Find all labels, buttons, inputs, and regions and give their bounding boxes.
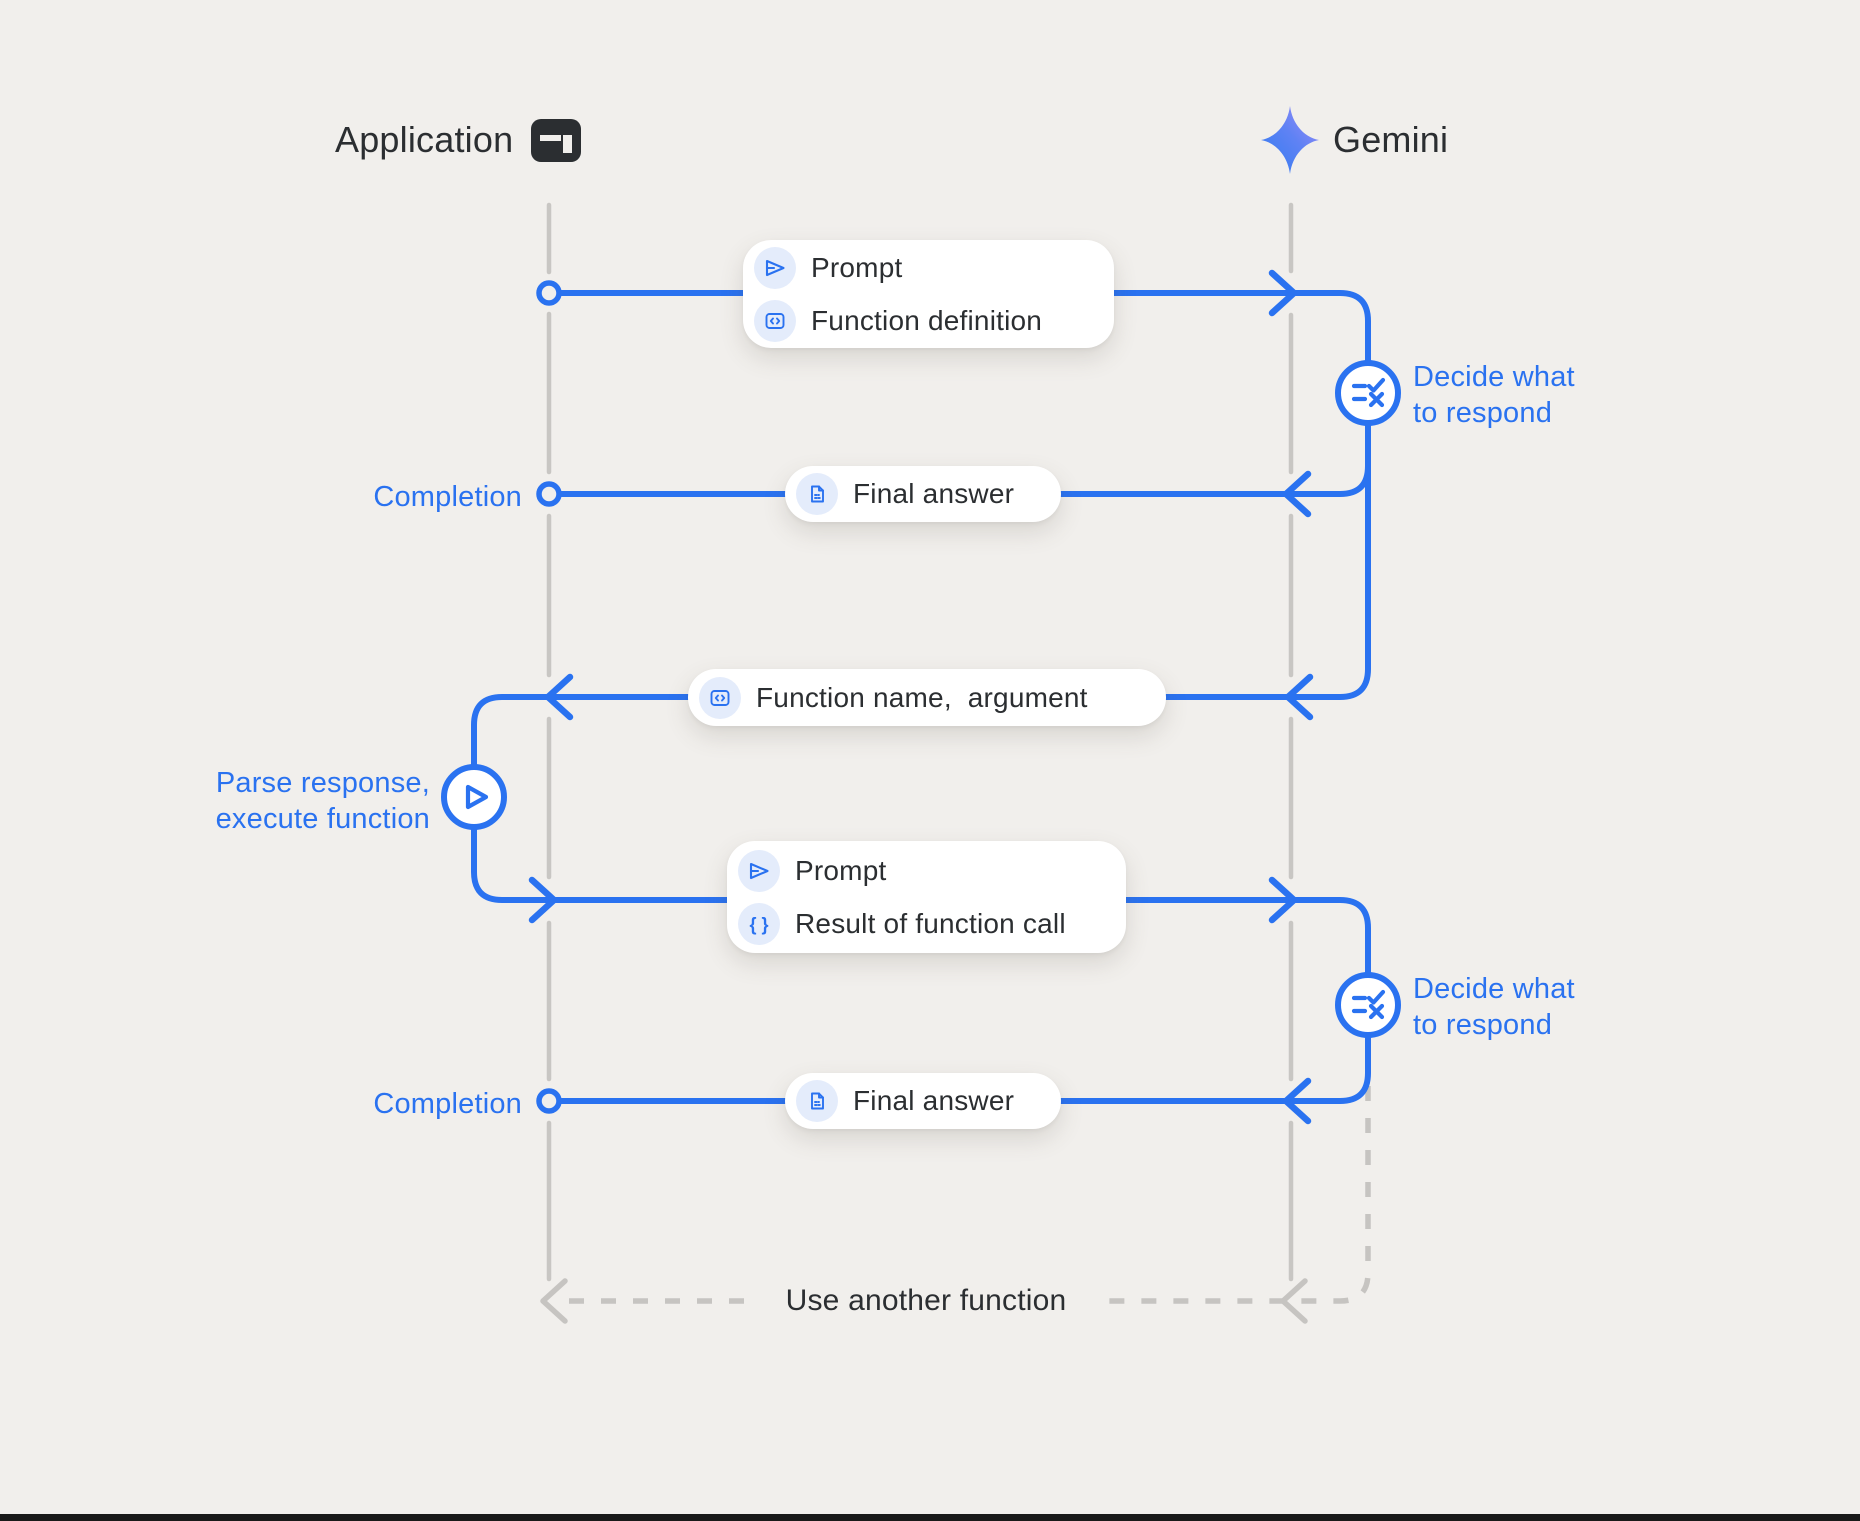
message-pill-final-answer1: Final answer (785, 466, 1061, 522)
pill-label: Function definition (811, 304, 1043, 336)
pill-label: Final answer (853, 1085, 1015, 1116)
message-pill-function-call: Function name, argument (688, 669, 1166, 726)
pill-row: Final answer (796, 473, 1061, 515)
message-path-final-answer1 (546, 463, 1371, 497)
pill-row: Final answer (796, 1080, 1061, 1122)
arrowhead-left-icon (544, 673, 574, 721)
message-pill-final-answer2: Final answer (785, 1073, 1061, 1129)
arrowhead-right-icon (528, 876, 558, 924)
pill-label: Function name, argument (756, 681, 1088, 713)
play-icon (441, 764, 507, 830)
pill-label: Prompt (795, 854, 887, 886)
pill-label: Prompt (811, 251, 903, 283)
completion-label-1: Completion (373, 481, 522, 513)
completion-label-2: Completion (373, 1088, 522, 1120)
decide-annotation-2: Decide what to respond (1413, 971, 1575, 1043)
decide-icon (1335, 972, 1401, 1038)
decide-icon (1335, 360, 1401, 426)
braces-icon: { } (738, 902, 780, 945)
pill-row: Prompt (738, 849, 1126, 892)
actor-application: Application (335, 96, 582, 184)
message-path-prompt1 (546, 290, 1371, 366)
arrowhead-left-icon (1282, 470, 1312, 518)
parse-annotation: Parse response, execute function (160, 765, 430, 837)
document-icon (796, 473, 838, 515)
code-icon (699, 676, 741, 719)
decide-line1: Decide what (1413, 973, 1575, 1005)
message-path-final-answer2 (546, 1032, 1371, 1104)
endpoint-circle (536, 1088, 562, 1114)
document-icon (796, 1080, 838, 1122)
pill-row: Function name, argument (699, 676, 1166, 719)
code-icon (754, 299, 796, 342)
dashed-arrowhead-left-icon (1280, 1278, 1308, 1324)
app-window-icon (531, 118, 582, 162)
decide-line1: Decide what (1413, 361, 1575, 393)
gemini-sparkle-icon (1261, 106, 1319, 174)
message-pill-prompt2: Prompt { } Result of function call (727, 841, 1126, 953)
send-icon (738, 849, 780, 892)
arrowhead-right-icon (1268, 876, 1298, 924)
arrowhead-right-icon (1268, 269, 1298, 317)
arrowhead-left-icon (1282, 1077, 1312, 1125)
use-another-function-path (540, 1086, 1371, 1324)
arrowhead-left-icon (1284, 673, 1314, 721)
pill-label: Final answer (853, 478, 1015, 509)
gemini-label: Gemini (1333, 119, 1449, 160)
decide-annotation-1: Decide what to respond (1413, 359, 1575, 431)
use-another-function-label: Use another function (785, 1284, 1067, 1317)
decide-line2: to respond (1413, 397, 1553, 429)
parse-line2: execute function (215, 803, 430, 835)
bottom-edge (0, 1514, 1860, 1521)
decide-line2: to respond (1413, 1009, 1553, 1041)
parse-line1: Parse response, (215, 767, 430, 799)
pill-label: Result of function call (795, 907, 1066, 939)
dashed-arrowhead-app-icon (540, 1278, 568, 1324)
endpoint-circle (536, 481, 562, 507)
pill-row: { } Result of function call (738, 902, 1126, 945)
message-pill-prompt1: Prompt Function definition (743, 240, 1114, 348)
pill-row: Function definition (754, 299, 1114, 342)
actor-gemini: Gemini (1333, 118, 1448, 162)
endpoint-circle (536, 280, 562, 306)
pill-row: Prompt (754, 246, 1114, 289)
send-icon (754, 246, 796, 289)
application-label: Application (335, 119, 514, 160)
svg-text:{ }: { } (749, 914, 768, 934)
